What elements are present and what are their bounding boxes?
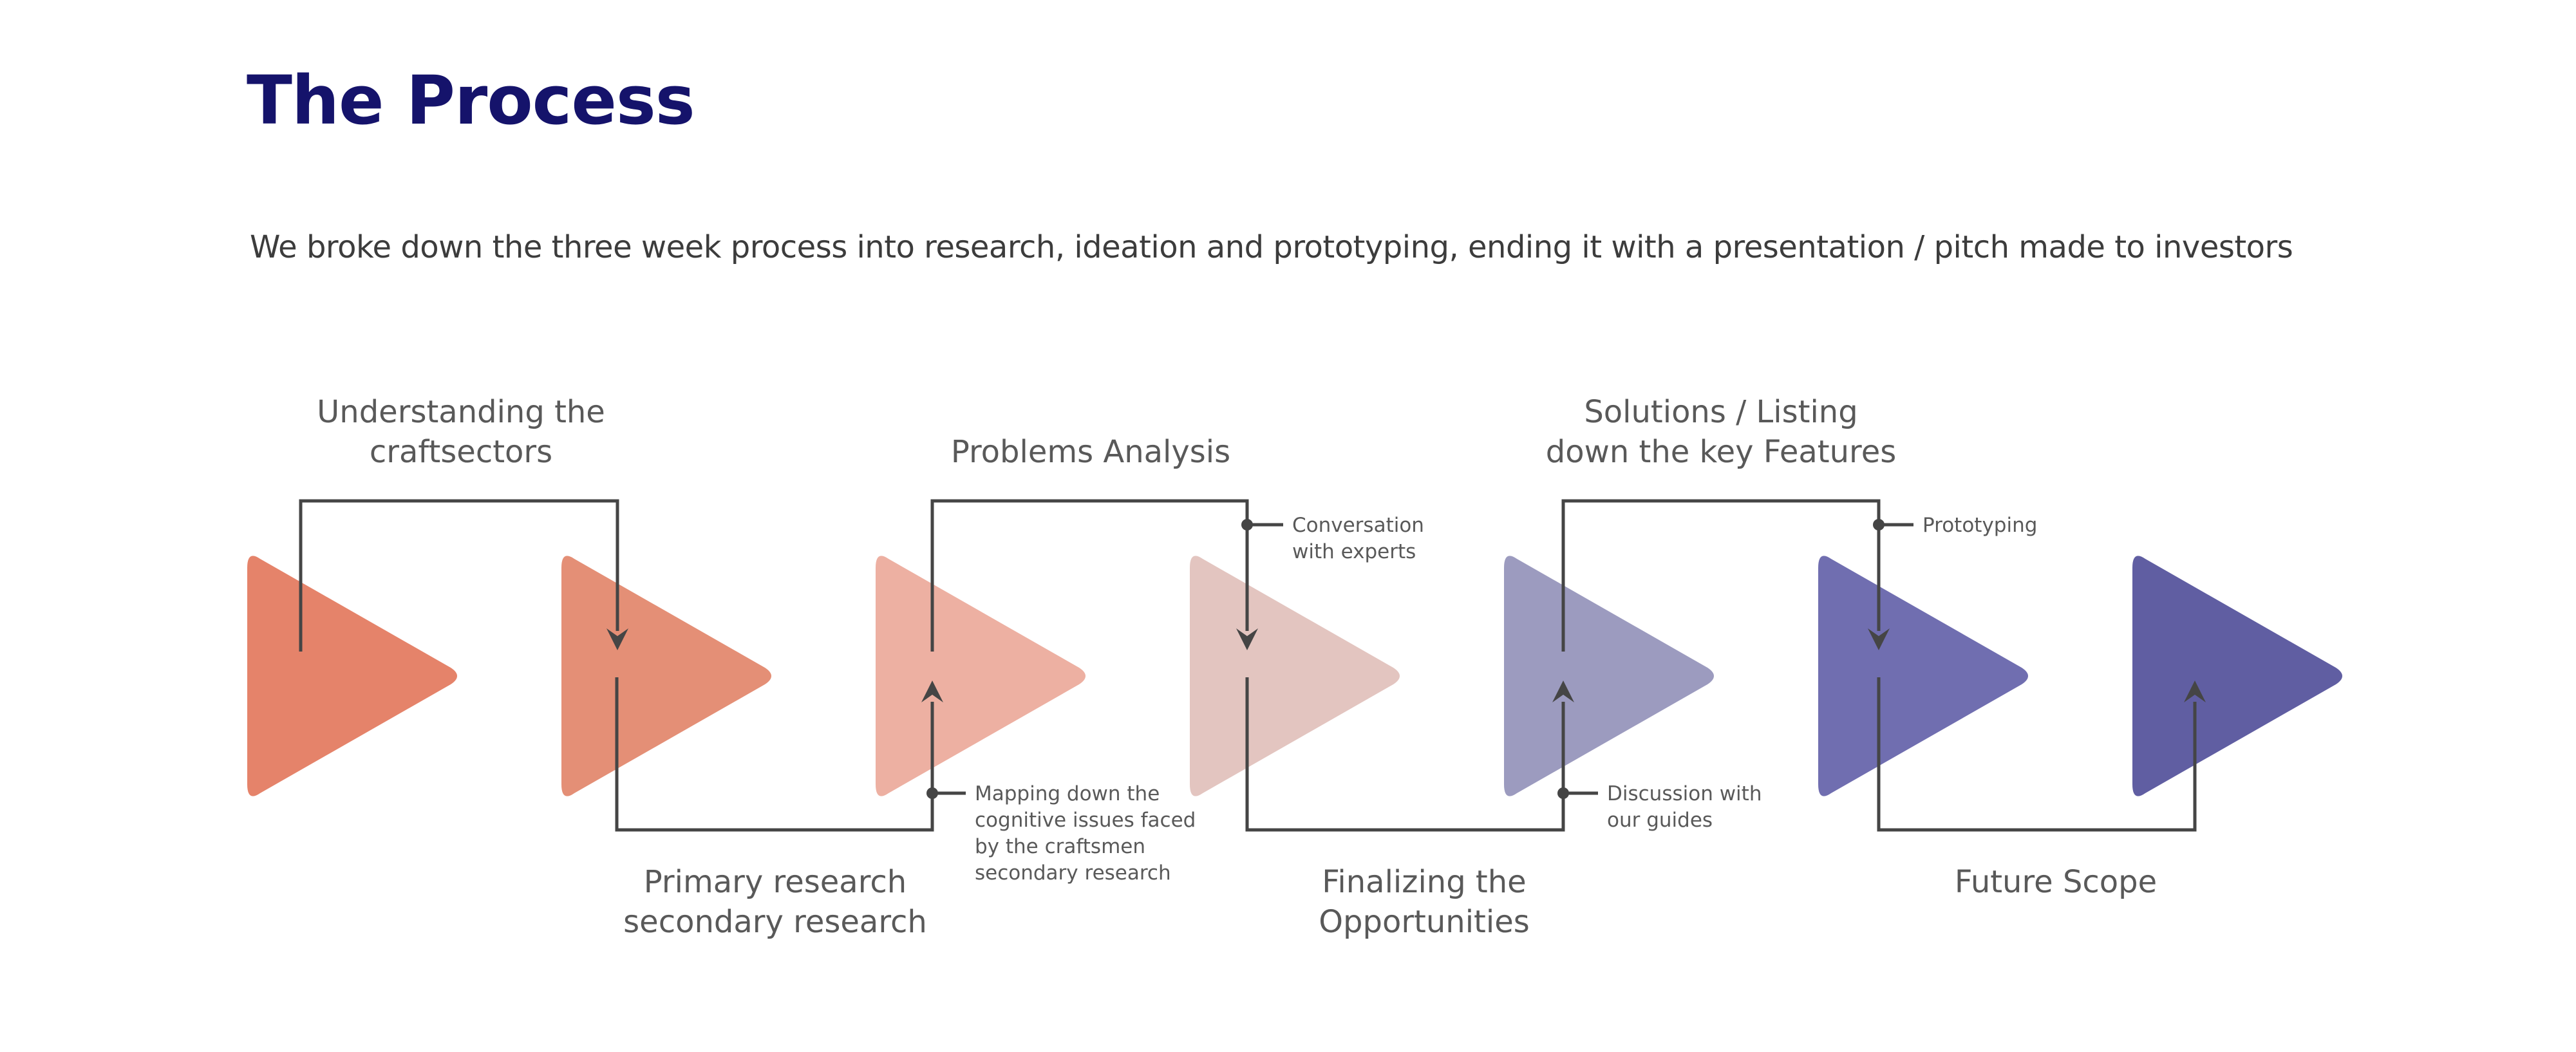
note-dot bbox=[1873, 519, 1885, 531]
arrowhead-icon bbox=[1868, 628, 1890, 650]
stage-label-6: Future Scope bbox=[1955, 864, 2157, 900]
arrowhead-icon bbox=[1552, 681, 1574, 702]
stage-triangle-6 bbox=[1818, 556, 2028, 796]
stage-triangle-3 bbox=[876, 556, 1086, 796]
page-title: The Process bbox=[247, 61, 695, 140]
note-dot bbox=[1241, 519, 1253, 531]
arrowhead-icon bbox=[2184, 681, 2206, 702]
page-subtitle: We broke down the three week process int… bbox=[250, 229, 2293, 265]
connector-2-3 bbox=[615, 677, 934, 832]
connector-1-2 bbox=[299, 499, 619, 652]
connector-4-5 bbox=[1245, 677, 1565, 832]
connector-5-6 bbox=[1561, 499, 1881, 652]
stage-triangle-2 bbox=[561, 556, 771, 796]
arrowhead-icon bbox=[1236, 628, 1258, 650]
stage-label-3: Problems Analysis bbox=[951, 434, 1230, 470]
arrowhead-icon bbox=[921, 681, 943, 702]
stage-triangle-1 bbox=[247, 556, 457, 796]
connector-3-4 bbox=[930, 499, 1249, 652]
stage-triangle-5 bbox=[1504, 556, 1714, 796]
stage-triangle-4 bbox=[1190, 556, 1400, 796]
arrowhead-icon bbox=[606, 628, 628, 650]
stage-triangle-7 bbox=[2132, 556, 2342, 796]
note-dot bbox=[926, 787, 938, 799]
note-dot bbox=[1557, 787, 1569, 799]
annotation-4: Prototyping bbox=[1923, 514, 2037, 537]
connector-6-7 bbox=[1877, 677, 2197, 832]
